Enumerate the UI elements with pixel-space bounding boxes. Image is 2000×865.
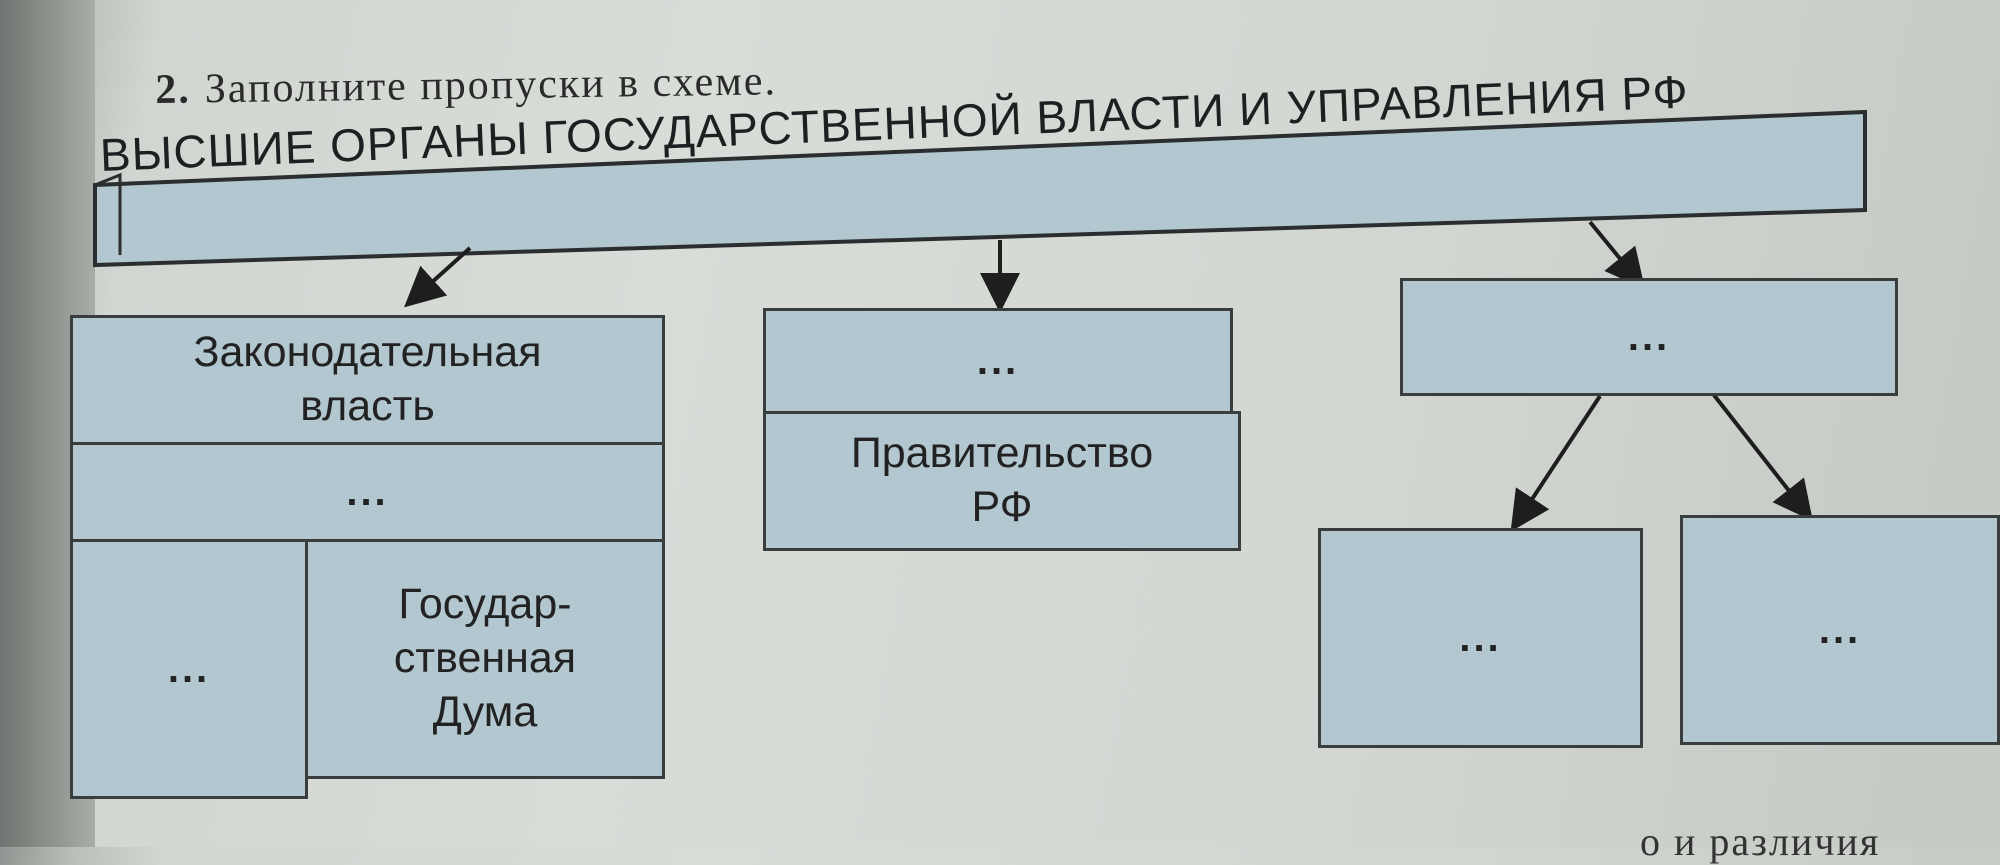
third-right-blank: ... [1680, 515, 2000, 745]
footer-partial-text: о и различия [1640, 819, 1881, 864]
third-header-blank: ... [1400, 278, 1898, 396]
executive-header-blank: ... [763, 308, 1233, 414]
third-left-blank: ... [1318, 528, 1643, 748]
arrow-to-legislative [404, 246, 472, 308]
executive-header-dots: ... [976, 339, 1020, 383]
legislative-left-blank: ... [70, 539, 308, 799]
third-left-dots: ... [1459, 616, 1502, 660]
third-right-dots: ... [1818, 608, 1862, 652]
root-banner [93, 109, 1867, 268]
legislative-header: Законодательная власть [70, 315, 665, 445]
arrow-to-third [1588, 220, 1646, 290]
legislative-duma-text: Государ-ственная Дума [393, 580, 577, 736]
third-header-dots: ... [1627, 315, 1671, 359]
legislative-duma: Государ-ственная Дума [305, 539, 665, 779]
diagram-connectors [93, 109, 1867, 532]
executive-government: Правительство РФ [763, 411, 1241, 551]
arrow-third-left [1510, 394, 1602, 532]
legislative-header-text: Законодательная власть [193, 328, 542, 430]
executive-government-text: Правительство РФ [850, 429, 1154, 531]
arrow-third-right [1708, 388, 1813, 522]
legislative-left-dots: ... [167, 647, 211, 691]
legislative-middle-dots: ... [346, 470, 389, 514]
legislative-middle-blank: ... [70, 442, 665, 542]
banner-fold-left [94, 172, 122, 255]
